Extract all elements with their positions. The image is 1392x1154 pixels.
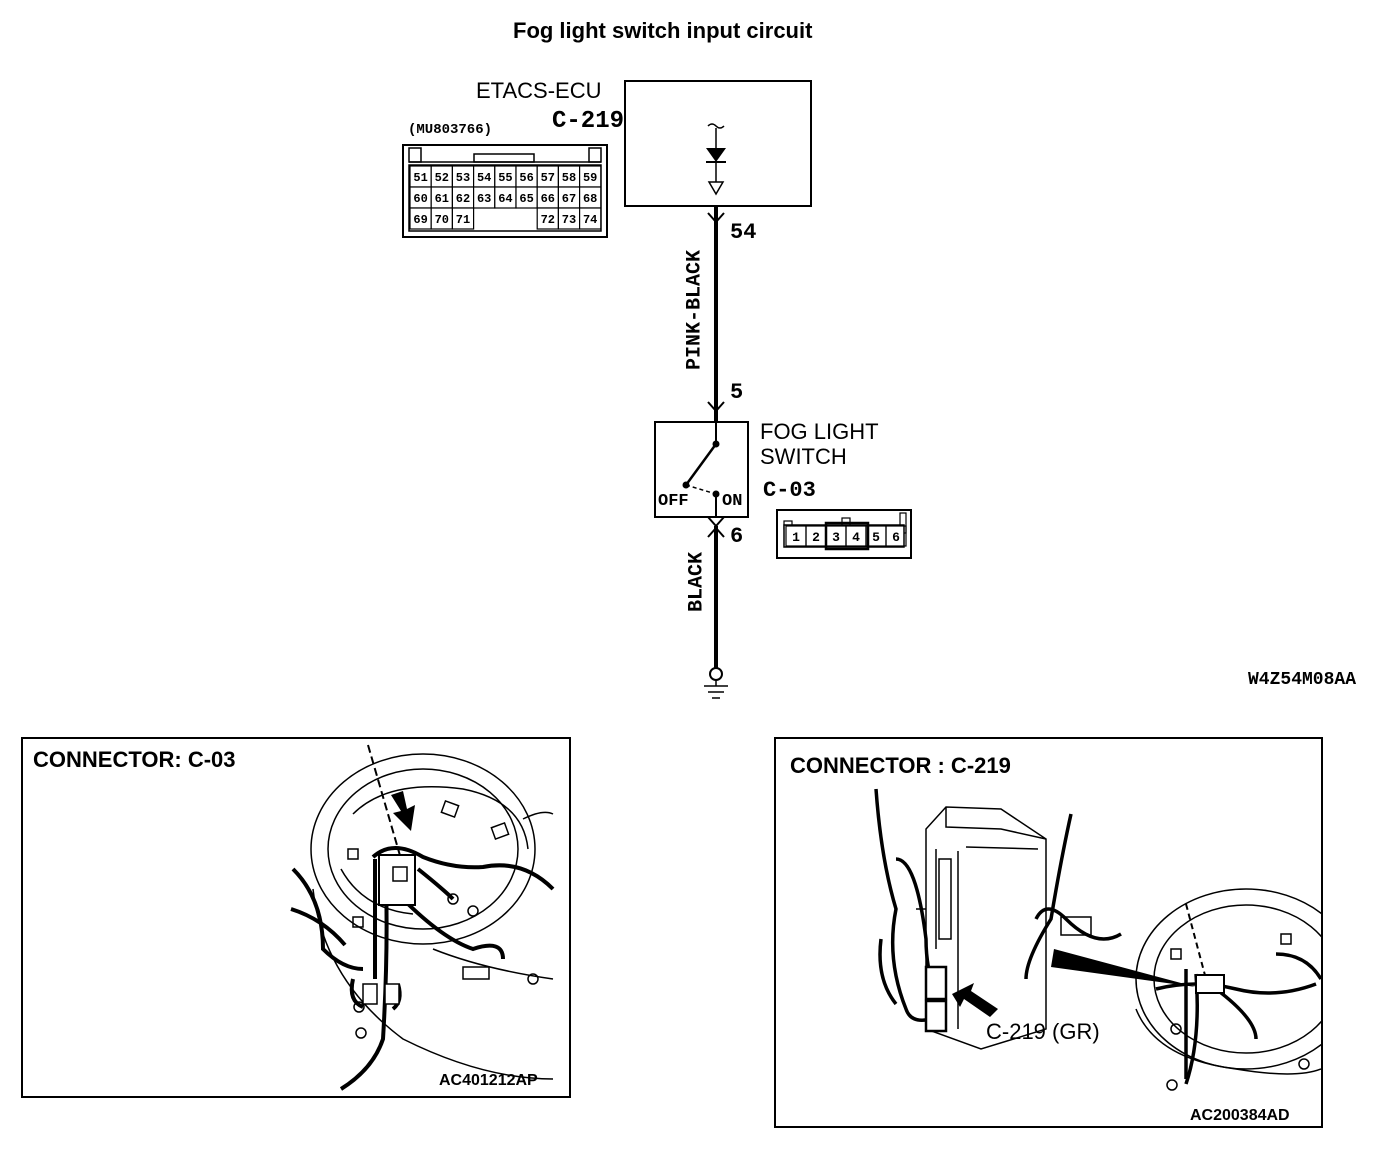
fog-light-switch-box: [654, 421, 749, 518]
ecu-name: ETACS-ECU: [476, 78, 602, 103]
ecu-pin-label: 72: [541, 213, 555, 227]
switch-pin-label: 5: [872, 530, 880, 545]
ecu-pin-label: 58: [562, 171, 576, 185]
ecu-pin-label: 64: [498, 192, 512, 206]
pin-54-label: 54: [730, 220, 757, 245]
panel-right-title: CONNECTOR : C-219: [790, 753, 1011, 778]
ecu-pin-label: 52: [435, 171, 449, 185]
location-wedge-icon: [1051, 949, 1196, 987]
switch-name-line2: SWITCH: [760, 444, 847, 469]
ground-arrow-icon: [707, 181, 725, 196]
ecu-part-number: (MU803766): [408, 122, 493, 138]
ecu-pin-label: 59: [583, 171, 597, 185]
ecu-pin-label: 69: [413, 213, 427, 227]
switch-connector-id: C-03: [763, 478, 816, 503]
pin-6-label: 6: [730, 524, 744, 549]
switch-pin-label: 2: [812, 530, 820, 545]
ecu-pin-label: 71: [456, 213, 470, 227]
switch-pin-label: 4: [852, 530, 860, 545]
ecu-pin-label: 55: [498, 171, 512, 185]
panel-right-callout: C-219 (GR): [986, 1019, 1100, 1044]
connector-c03-panel: CONNECTOR: C-03: [21, 737, 571, 1098]
panel-left-title: CONNECTOR: C-03: [33, 747, 236, 772]
switch-pin-label: 1: [792, 530, 800, 545]
ecu-pin-label: 67: [562, 192, 576, 206]
ecu-pin-label: 66: [541, 192, 555, 206]
ecu-pin-label: 56: [519, 171, 533, 185]
dashboard-harness-illustration: [290, 744, 555, 1091]
ecu-pin-label: 62: [456, 192, 470, 206]
switch-on-label: ON: [722, 492, 743, 511]
ecu-pin-label: 51: [413, 171, 427, 185]
ecu-connector-face: 51 52 53 54 55 56 57 58 59 60 61 62 63 64 65 66 67 68 69 70…: [402, 144, 608, 238]
switch-pin-label: 6: [892, 530, 900, 545]
page-title: Fog light switch input circuit: [513, 18, 813, 43]
ground-icon: [709, 667, 723, 681]
wire-upper-label: PINK-BLACK: [683, 249, 707, 371]
switch-pin-label: 3: [832, 530, 840, 545]
ecu-pin-label: 65: [519, 192, 533, 206]
switch-name-line1: FOG LIGHT: [760, 419, 879, 444]
ecu-pin-label: 61: [435, 192, 449, 206]
switch-lever: [684, 443, 718, 486]
ecu-pin-label: 57: [541, 171, 555, 185]
ecu-pin-label: 60: [413, 192, 427, 206]
ecu-pin-label: 74: [583, 213, 597, 227]
callout-arrow-icon: [952, 983, 998, 1017]
circuit-diagram: [624, 80, 812, 699]
ecu-connector-id: C-219: [552, 108, 625, 135]
ecu-pin-label: 70: [435, 213, 449, 227]
pin-5-label: 5: [730, 380, 744, 405]
ecu-pin-label: 68: [583, 192, 597, 206]
panel-right-code: AC200384AD: [1190, 1107, 1290, 1124]
ecu-pin-label: 73: [562, 213, 576, 227]
switch-off-label: OFF: [658, 492, 689, 511]
ecu-pin-label: 63: [477, 192, 491, 206]
ecu-location-illustration: [874, 788, 1321, 1091]
pointer-arrow-icon: [391, 791, 415, 831]
ecu-pin-label: 54: [477, 171, 491, 185]
diagram-code: W4Z54M08AA: [1248, 670, 1357, 690]
panel-left-code: AC401212AP: [439, 1072, 538, 1089]
ecu-pin-label: 53: [456, 171, 470, 185]
wire-lower-label: BLACK: [685, 551, 709, 613]
diode-icon: [706, 148, 726, 162]
connector-c219-panel: CONNECTOR : C-219: [774, 737, 1323, 1128]
